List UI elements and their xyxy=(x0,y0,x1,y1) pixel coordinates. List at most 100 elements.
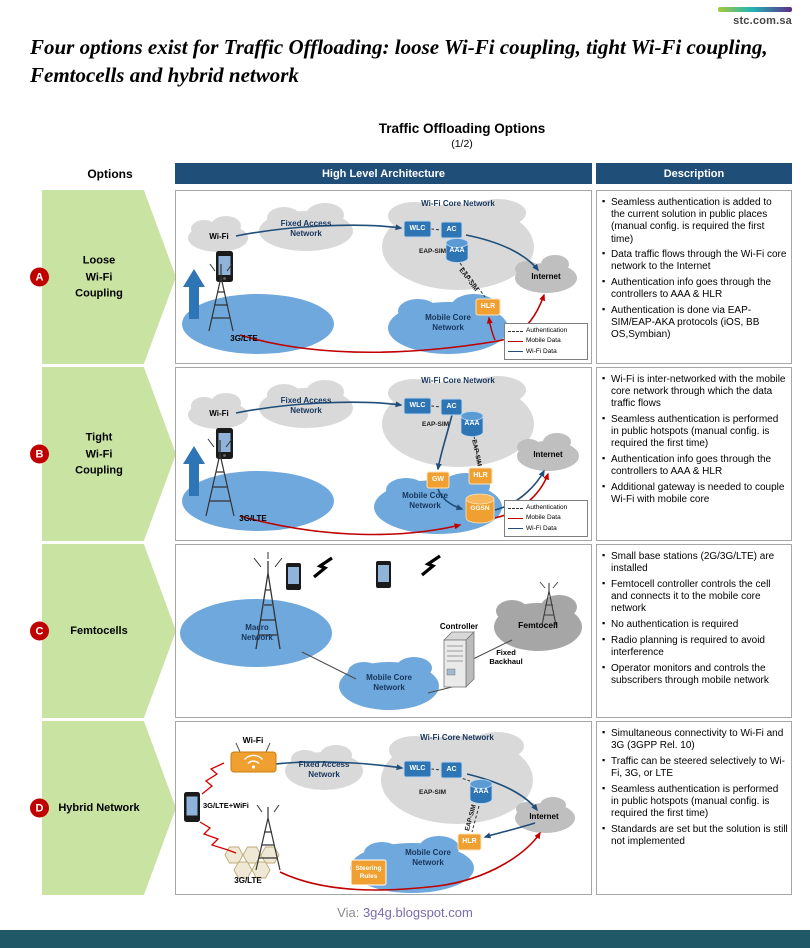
option-label-d: Hybrid Network xyxy=(58,801,140,814)
mobile-data-links xyxy=(279,831,541,891)
description-panel-a: Seamless authentication is added to the … xyxy=(596,190,792,364)
description-column-header: Description xyxy=(596,163,792,184)
wifi-core-cloud xyxy=(382,376,534,467)
mobile-core-cloud xyxy=(339,657,439,710)
option-label-b: Tight Wi-Fi Coupling xyxy=(75,431,123,477)
wlc-node xyxy=(403,397,432,415)
row-femtocells: C Femtocells xyxy=(0,544,810,718)
description-panel-b: Wi-Fi is inter-networked with the mobile… xyxy=(596,367,792,541)
internet-cloud xyxy=(515,797,575,833)
bullet: Seamless authentication is added to the … xyxy=(602,196,788,246)
bullet: Traffic can be steered selectively to Wi… xyxy=(602,755,788,780)
bullet-list: Wi-Fi is inter-networked with the mobile… xyxy=(597,368,791,506)
bullet: Small base stations (2G/3G/LTE) are inst… xyxy=(602,550,788,575)
bullet: Authentication is done via EAP-SIM/EAP-A… xyxy=(602,304,788,342)
macro-tower-icon xyxy=(253,552,283,650)
mobile-data-links xyxy=(239,293,545,354)
phone-icon xyxy=(376,561,391,588)
legend-wifi-data: Wi-Fi Data xyxy=(526,347,557,355)
option-label-a: Loose Wi-Fi Coupling xyxy=(75,254,123,300)
tower-icon xyxy=(208,263,234,332)
radio-zigzag-links xyxy=(199,762,237,854)
option-chevron-c: C Femtocells xyxy=(30,544,176,718)
architecture-column-header: High Level Architecture xyxy=(175,163,592,184)
macro-network-ellipse xyxy=(180,599,332,667)
legend-authentication: Authentication xyxy=(526,326,568,334)
wifi-data-links xyxy=(235,224,539,272)
bullet: Radio planning is required to avoid inte… xyxy=(602,634,788,659)
row-hybrid-network: D Hybrid Network xyxy=(0,721,810,895)
radio-network-ellipse xyxy=(182,471,334,531)
description-panel-c: Small base stations (2G/3G/LTE) are inst… xyxy=(596,544,792,718)
bullet: Operator monitors and controls the subsc… xyxy=(602,661,788,687)
femto-tower-icon xyxy=(539,581,559,626)
wifi-cloud xyxy=(188,393,248,429)
bullet-list: Simultaneous connectivity to Wi-Fi and 3… xyxy=(597,722,791,848)
option-chevron-d: D Hybrid Network xyxy=(30,721,176,895)
hlr-node xyxy=(475,298,501,316)
mobile-core-cloud xyxy=(350,836,474,893)
wifi-data-line-sample xyxy=(508,528,523,530)
bottom-bar xyxy=(0,930,810,948)
bullet-list: Small base stations (2G/3G/LTE) are inst… xyxy=(597,545,791,687)
legend-authentication: Authentication xyxy=(526,503,568,511)
ggsn-node xyxy=(465,493,495,524)
bullet: Data traffic flows through the Wi-Fi cor… xyxy=(602,248,788,273)
radio-network-ellipse xyxy=(182,294,334,354)
phone-icon xyxy=(286,563,301,590)
bullet: Seamless authentication is performed in … xyxy=(602,413,788,451)
ac-node xyxy=(440,761,463,779)
option-chevron-b: B Tight Wi-Fi Coupling xyxy=(30,367,176,541)
femtocell-cloud xyxy=(494,595,582,651)
wifi-access-point-icon xyxy=(230,742,277,773)
phone-icon xyxy=(184,792,200,822)
mobile-data-line-sample xyxy=(508,340,523,342)
legend-wifi-data: Wi-Fi Data xyxy=(526,524,557,532)
steering-rules-node xyxy=(350,859,387,886)
authentication-line-sample xyxy=(508,507,523,509)
bullet: Standards are set but the solution is st… xyxy=(602,823,788,848)
page-title: Four options exist for Traffic Offloadin… xyxy=(30,35,768,87)
wifi-core-cloud xyxy=(381,732,533,824)
mobile-data-line-sample xyxy=(508,517,523,519)
description-panel-d: Simultaneous connectivity to Wi-Fi and 3… xyxy=(596,721,792,895)
aaa-node xyxy=(460,411,484,437)
chevron-shape xyxy=(42,367,176,541)
legend: Authentication Mobile Data Wi-Fi Data xyxy=(504,322,588,360)
hlr-node xyxy=(468,467,493,485)
fixed-access-cloud xyxy=(259,203,353,251)
legend-mobile-data: Mobile Data xyxy=(526,514,561,522)
architecture-diagram-a xyxy=(182,199,577,354)
ac-node xyxy=(440,221,463,239)
wifi-data-line-sample xyxy=(508,351,523,353)
bullet: Femtocell controller controls the cell a… xyxy=(602,578,788,616)
controller-server-icon xyxy=(443,631,475,688)
option-label-c: Femtocells xyxy=(70,624,128,637)
via-label: Via: xyxy=(337,905,363,920)
wifi-data-links xyxy=(235,401,545,511)
option-letter-a: A xyxy=(30,267,49,287)
option-chevron-a: A Loose Wi-Fi Coupling xyxy=(30,190,176,364)
architecture-diagram-b xyxy=(182,376,579,536)
wlc-node xyxy=(403,220,432,238)
architecture-diagram-c xyxy=(180,552,582,710)
legend-mobile-data: Mobile Data xyxy=(526,337,561,345)
interference-bolt-icon xyxy=(420,554,441,577)
mobile-data-links xyxy=(239,472,549,536)
architecture-diagram-d xyxy=(184,732,575,893)
attribution-footer: Via: 3g4g.blogspot.com xyxy=(0,905,810,920)
row-tight-wifi-coupling: B Tight Wi-Fi Coupling xyxy=(0,367,810,541)
wlc-node xyxy=(403,760,432,778)
authentication-line-sample xyxy=(508,330,523,332)
stc-logo-strip xyxy=(718,7,792,12)
chevron-shape xyxy=(42,721,176,895)
source-link[interactable]: 3g4g.blogspot.com xyxy=(362,905,473,920)
ac-node xyxy=(440,398,463,416)
bullet: Additional gateway is needed to couple W… xyxy=(602,481,788,506)
option-letter-d: D xyxy=(30,798,49,818)
chevron-shape xyxy=(42,190,176,364)
table-title: Traffic Offloading Options xyxy=(378,121,546,136)
wifi-cloud xyxy=(188,216,248,252)
